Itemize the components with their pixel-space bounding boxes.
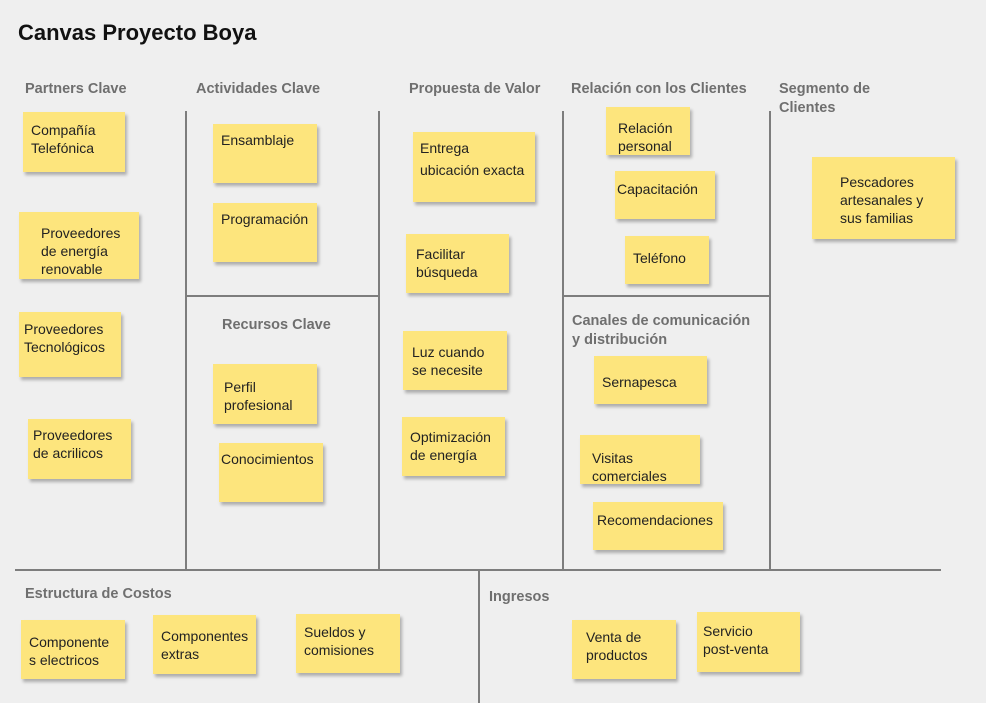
page-title: Canvas Proyecto Boya xyxy=(18,20,257,45)
sticky-note-costo[interactable]: Componente s electricos xyxy=(21,620,125,679)
sticky-note-ingreso[interactable]: Servicio post-venta xyxy=(697,612,800,672)
divider-actividades-recursos xyxy=(185,295,380,297)
sticky-note-text: Perfil profesional xyxy=(224,379,293,413)
sticky-note-text: Optimización de energía xyxy=(410,429,491,463)
sticky-note-text: Proveedores Tecnológicos xyxy=(24,321,105,355)
sticky-note-text: Sueldos y comisiones xyxy=(304,624,375,658)
sticky-note-text: Teléfono xyxy=(633,250,686,266)
sticky-note-partner[interactable]: Proveedores Tecnológicos xyxy=(19,312,121,377)
sticky-note-text: Visitas comerciales xyxy=(592,450,667,484)
sticky-note-text: Luz cuando se necesite xyxy=(412,344,485,378)
sticky-note-actividad[interactable]: Programación xyxy=(213,203,317,262)
sticky-note-recurso[interactable]: Perfil profesional xyxy=(213,364,317,424)
sticky-note-propuesta[interactable]: Entrega ubicación exacta xyxy=(413,132,535,202)
sticky-note-segmento[interactable]: Pescadores artesanales y sus familias xyxy=(812,157,955,239)
sticky-note-text: Compañía Telefónica xyxy=(31,122,96,156)
sticky-note-costo[interactable]: Sueldos y comisiones xyxy=(296,614,400,673)
header-canales: Canales de comunicación y distribución xyxy=(572,313,751,348)
divider-relacion-segmento xyxy=(769,111,771,570)
sticky-note-text: Entrega ubicación exacta xyxy=(420,140,525,178)
sticky-note-partner[interactable]: Proveedores de energía renovable xyxy=(19,212,139,279)
sticky-note-text: Componentes extras xyxy=(161,628,249,662)
sticky-note-canal[interactable]: Recomendaciones xyxy=(593,502,723,550)
header-recursos-clave: Recursos Clave xyxy=(222,317,331,333)
sticky-note-propuesta[interactable]: Optimización de energía xyxy=(402,417,505,476)
sticky-note-text: Capacitación xyxy=(617,181,698,197)
sticky-note-canal[interactable]: Sernapesca xyxy=(594,356,707,404)
sticky-note-text: Relación personal xyxy=(618,120,673,154)
sticky-note-text: Venta de productos xyxy=(586,629,648,663)
sticky-note-text: Pescadores artesanales y sus familias xyxy=(840,174,924,226)
sticky-note-partner[interactable]: Compañía Telefónica xyxy=(23,112,125,172)
header-segmento-clientes: Segmento de Clientes xyxy=(779,81,871,116)
sticky-note-text: Proveedores de energía renovable xyxy=(41,225,121,277)
header-estructura-costos: Estructura de Costos xyxy=(25,586,172,602)
header-ingresos: Ingresos xyxy=(489,589,550,605)
header-relacion-clientes: Relación con los Clientes xyxy=(571,81,747,97)
sticky-note-text: Facilitar búsqueda xyxy=(416,246,478,280)
sticky-note-actividad[interactable]: Ensamblaje xyxy=(213,124,317,183)
sticky-note-partner[interactable]: Proveedores de acrilicos xyxy=(28,419,131,479)
divider-partners-actividades xyxy=(185,111,187,570)
sticky-note-text: Sernapesca xyxy=(602,374,677,390)
divider-propuesta-relacion xyxy=(562,111,564,570)
sticky-note-recurso[interactable]: Conocimientos xyxy=(219,443,323,502)
divider-costos-ingresos xyxy=(478,570,480,703)
header-actividades-clave: Actividades Clave xyxy=(196,81,321,97)
sticky-note-canal[interactable]: Visitas comerciales xyxy=(580,435,700,484)
divider-relacion-canales xyxy=(562,295,771,297)
sticky-note-text: Componente s electricos xyxy=(29,634,110,668)
header-propuesta-de-valor: Propuesta de Valor xyxy=(409,81,541,97)
sticky-note-text: Proveedores de acrilicos xyxy=(33,427,113,461)
sticky-note-text: Servicio post-venta xyxy=(703,623,769,657)
sticky-note-propuesta[interactable]: Facilitar búsqueda xyxy=(406,234,509,293)
sticky-note-ingreso[interactable]: Venta de productos xyxy=(572,620,676,679)
sticky-note-relacion[interactable]: Relación personal xyxy=(606,107,690,155)
sticky-note-relacion[interactable]: Teléfono xyxy=(625,236,709,284)
sticky-note-relacion[interactable]: Capacitación xyxy=(615,171,715,219)
sticky-note-text: Conocimientos xyxy=(221,451,314,467)
sticky-note-text: Ensamblaje xyxy=(221,132,295,148)
header-partners-clave: Partners Clave xyxy=(25,81,127,97)
divider-actividades-propuesta xyxy=(378,111,380,570)
sticky-note-text: Recomendaciones xyxy=(597,512,713,528)
sticky-note-propuesta[interactable]: Luz cuando se necesite xyxy=(403,331,507,390)
sticky-note-text: Programación xyxy=(221,211,309,227)
sticky-note-costo[interactable]: Componentes extras xyxy=(153,615,256,674)
